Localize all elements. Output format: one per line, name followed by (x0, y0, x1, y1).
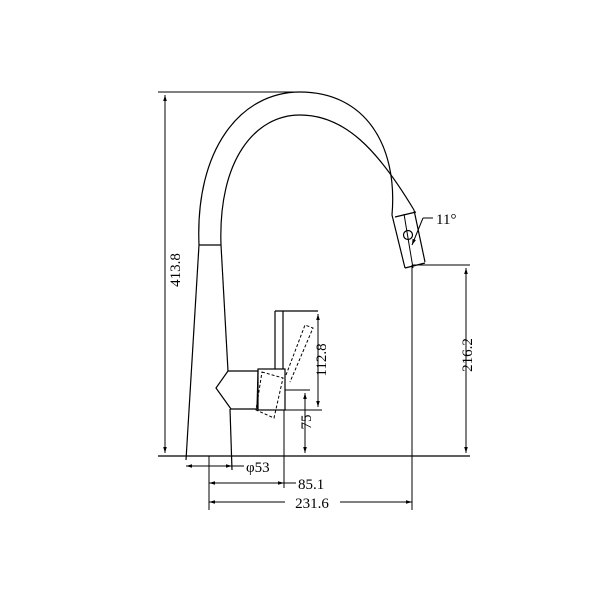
base-diameter-label: φ53 (246, 460, 270, 476)
dimension-lever-base: 75 (285, 389, 315, 453)
lever-height-label: 112.8 (314, 343, 330, 376)
dimension-spout-height: 216.2 (412, 264, 476, 453)
dimension-spout-reach: 231.6 (209, 496, 412, 512)
spout-height-label: 216.2 (460, 338, 476, 372)
dimension-base-diameter: φ53 (186, 460, 270, 476)
lever-handle (215, 310, 318, 419)
spout-angle-label: 11° (436, 212, 456, 228)
spout-reach-label: 231.6 (295, 496, 329, 512)
dimension-spout-angle: 11° (411, 212, 456, 246)
gooseneck-spout (198, 91, 426, 269)
lever-base-label: 75 (299, 415, 315, 430)
dimension-lever-height: 112.8 (285, 314, 330, 411)
dimension-overall-height: 413.8 (158, 91, 300, 453)
faucet-body (185, 244, 233, 471)
dimension-lever-reach: 85.1 (209, 477, 324, 493)
lever-reach-label: 85.1 (298, 477, 324, 493)
overall-height-label: 413.8 (168, 253, 184, 287)
